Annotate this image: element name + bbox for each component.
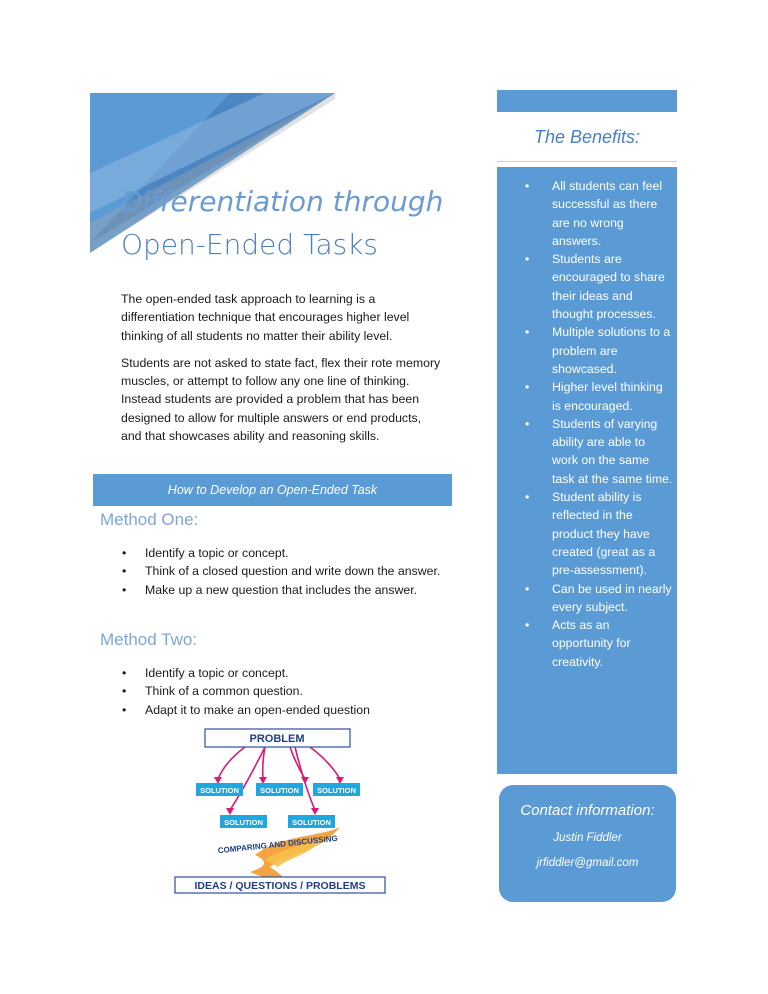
list-item: Student ability is reflected in the prod… <box>525 488 673 579</box>
how-to-heading-bar: How to Develop an Open-Ended Task <box>93 474 452 506</box>
contact-heading: Contact information: <box>520 802 655 819</box>
title-line-2: Open-Ended Tasks <box>121 228 379 261</box>
method-two-list: Identify a topic or concept. Think of a … <box>122 664 442 719</box>
list-item: Multiple solutions to a problem are show… <box>525 323 673 378</box>
solution-box <box>196 783 243 796</box>
list-item: Acts as an opportunity for creativity. <box>525 616 673 671</box>
arrowheads <box>214 777 344 815</box>
contact-name: Justin Fiddler <box>553 832 622 844</box>
method-two-heading: Method Two: <box>100 630 198 649</box>
benefits-list: All students can feel successful as ther… <box>525 177 673 671</box>
solution-label: SOLUTION <box>317 786 356 795</box>
list-item: Think of a common question. <box>122 682 442 701</box>
method-one-heading: Method One: <box>100 510 199 529</box>
solution-box <box>220 815 267 828</box>
title-line-1: Differentiation through <box>121 185 444 218</box>
method-one-list: Identify a topic or concept. Think of a … <box>122 544 442 599</box>
benefits-heading: The Benefits: <box>533 127 641 147</box>
intro-paragraph: Students are not asked to state fact, fl… <box>121 355 441 444</box>
list-item: Can be used in nearly every subject. <box>525 580 673 617</box>
list-item: Make up a new question that includes the… <box>122 581 442 600</box>
sidebar-top-bar <box>497 90 677 112</box>
list-item: Identify a topic or concept. <box>122 544 442 563</box>
document-title: Differentiation through Open-Ended Tasks <box>121 180 461 266</box>
list-item: Adapt it to make an open-ended question <box>122 701 442 720</box>
ideas-label: IDEAS / QUESTIONS / PROBLEMS <box>195 880 366 892</box>
list-item: Students of varying ability are able to … <box>525 415 673 488</box>
intro-paragraph: The open-ended task approach to learning… <box>121 292 410 343</box>
contact-email[interactable]: jrfiddler@gmail.com <box>536 857 639 869</box>
problem-box <box>204 728 351 748</box>
list-item: All students can feel successful as ther… <box>525 177 673 250</box>
arrows <box>217 746 341 811</box>
solution-label: SOLUTION <box>292 818 331 827</box>
ideas-box <box>174 876 386 894</box>
list-item: Higher level thinking is encouraged. <box>525 378 673 415</box>
solution-box <box>313 783 360 796</box>
list-item: Think of a closed question and write dow… <box>122 562 442 581</box>
sidebar-divider <box>497 161 677 162</box>
solution-label: SOLUTION <box>260 786 299 795</box>
problem-solving-diagram: PROBLEM SOLUTION SOLUTION SOLUTION SOLUT… <box>174 728 386 894</box>
solution-box <box>288 815 335 828</box>
list-item: Identify a topic or concept. <box>122 664 442 683</box>
intro-text: The open-ended task approach to learning… <box>121 290 441 454</box>
solution-label: SOLUTION <box>200 786 239 795</box>
solution-box <box>256 783 303 796</box>
solution-label: SOLUTION <box>224 818 263 827</box>
problem-label: PROBLEM <box>250 733 305 745</box>
contact-box: Contact information: Justin Fiddler jrfi… <box>499 785 676 902</box>
corner-decoration <box>90 93 335 253</box>
list-item: Students are encouraged to share their i… <box>525 250 673 323</box>
